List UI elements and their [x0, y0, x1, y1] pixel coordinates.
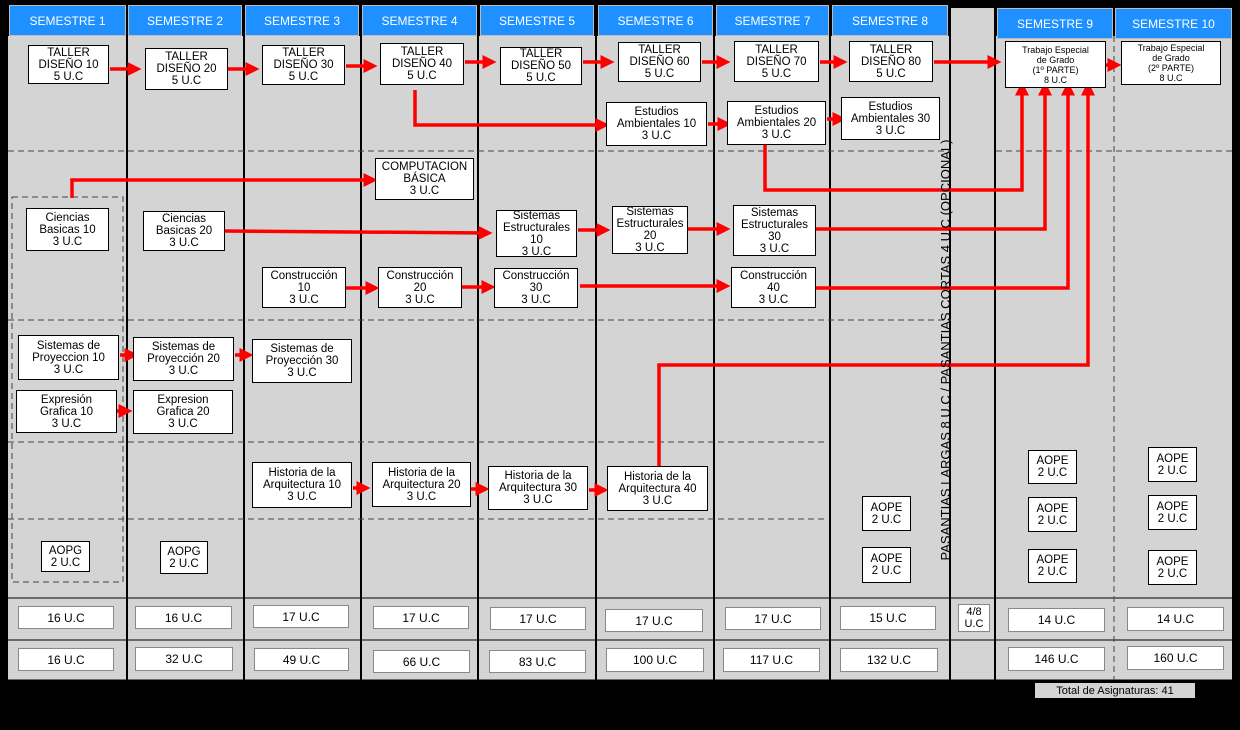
course-teg-1: Trabajo Especial de Grado (1º PARTE) 8 U…: [1005, 41, 1106, 88]
course-construccion-30: Construcción 30 3 U.C: [494, 268, 578, 308]
elective-aope-10b: AOPE 2 U.C: [1148, 495, 1197, 530]
uc-semester-3: 17 U.C: [253, 605, 349, 628]
uc-semester-1: 16 U.C: [18, 606, 114, 629]
uc-pasantias: 4/8 U.C: [958, 604, 990, 632]
semester-header-7: SEMESTRE 7: [716, 5, 829, 36]
uc-semester-4: 17 U.C: [373, 606, 469, 629]
column-sem5: [479, 36, 595, 680]
course-historia-arquitectura-10: Historia de la Arquitectura 10 3 U.C: [252, 462, 352, 508]
elective-aope-10a: AOPE 2 U.C: [1148, 447, 1197, 482]
uc-cumulative-7: 117 U.C: [723, 648, 820, 672]
semester-header-1: SEMESTRE 1: [9, 5, 126, 36]
course-estudios-ambientales-10: Estudios Ambientales 10 3 U.C: [606, 102, 707, 146]
course-historia-arquitectura-30: Historia de la Arquitectura 30 3 U.C: [488, 466, 588, 510]
semester-header-5: SEMESTRE 5: [480, 5, 594, 36]
pasantias-label: PASANTIAS LARGAS 8 U.C / PASANTIAS CORTA…: [937, 139, 953, 561]
uc-cumulative-1: 16 U.C: [18, 648, 114, 671]
elective-aope-9a: AOPE 2 U.C: [1028, 450, 1077, 484]
uc-cumulative-2: 32 U.C: [135, 647, 233, 671]
uc-semester-7: 17 U.C: [725, 607, 821, 630]
course-taller-30: TALLER DISEÑO 30 5 U.C: [262, 45, 345, 85]
semester-header-6: SEMESTRE 6: [598, 5, 713, 36]
elective-aopg-2: AOPG 2 U.C: [160, 541, 208, 574]
course-construccion-10: Construcción 10 3 U.C: [262, 267, 346, 308]
uc-semester-9: 14 U.C: [1008, 608, 1105, 632]
uc-semester-2: 16 U.C: [135, 606, 232, 629]
course-computacion-basica: COMPUTACION BÁSICA 3 U.C: [375, 158, 474, 200]
semester-header-9: SEMESTRE 9: [997, 8, 1113, 39]
uc-cumulative-8: 132 U.C: [840, 648, 938, 672]
course-taller-40: TALLER DISEÑO 40 5 U.C: [380, 43, 464, 85]
column-pasantias: [951, 8, 994, 680]
course-teg-2: Trabajo Especial de Grado (2º PARTE) 8 U…: [1121, 41, 1221, 85]
elective-aopg-1: AOPG 2 U.C: [41, 541, 90, 572]
semester-header-8: SEMESTRE 8: [832, 5, 948, 36]
course-sistemas-estructurales-10: Sistemas Estructurales 10 3 U.C: [496, 210, 577, 258]
elective-aope-8a: AOPE 2 U.C: [862, 496, 911, 531]
course-sistemas-estructurales-30: Sistemas Estructurales 30 3 U.C: [733, 205, 816, 256]
course-construccion-40: Construcción 40 3 U.C: [731, 267, 816, 308]
uc-semester-8: 15 U.C: [840, 606, 936, 630]
course-taller-60: TALLER DISEÑO 60 5 U.C: [618, 42, 701, 82]
course-historia-arquitectura-40: Historia de la Arquitectura 40 3 U.C: [607, 466, 708, 511]
legend-aope: AOPE: Asignaturas Optativas Especificas: [466, 683, 724, 698]
course-ciencias-basicas-20: Ciencias Basicas 20 3 U.C: [143, 211, 225, 251]
course-historia-arquitectura-20: Historia de la Arquitectura 20 3 U.C: [372, 462, 471, 507]
course-taller-20: TALLER DISEÑO 20 5 U.C: [145, 48, 228, 90]
course-construccion-20: Construcción 20 3 U.C: [378, 267, 462, 308]
uc-cumulative-4: 66 U.C: [373, 650, 470, 673]
uc-cumulative-10: 160 U.C: [1127, 646, 1224, 670]
course-estudios-ambientales-20: Estudios Ambientales 20 3 U.C: [727, 101, 826, 145]
legend-nota: Nota: Los Talleres, desde el 30, estan P…: [10, 703, 629, 718]
course-taller-10: TALLER DISEÑO 10 5 U.C: [28, 45, 109, 84]
course-expresion-grafica-10: Expresión Grafica 10 3 U.C: [16, 390, 117, 433]
uc-semester-5: 17 U.C: [490, 607, 586, 630]
column-sem4: [362, 36, 477, 680]
uc-semester-6: 17 U.C: [605, 609, 703, 632]
course-sistemas-proyeccion-30: Sistemas de Proyección 30 3 U.C: [252, 339, 352, 383]
elective-aope-9b: AOPE 2 U.C: [1028, 497, 1077, 532]
course-taller-50: TALLER DISEÑO 50 5 U.C: [500, 47, 582, 85]
course-taller-80: TALLER DISEÑO 80 5 U.C: [849, 41, 933, 82]
course-expresion-grafica-20: Expresion Grafica 20 3 U.C: [133, 390, 233, 434]
course-sistemas-proyeccion-20: Sistemas de Proyección 20 3 U.C: [133, 337, 234, 381]
semester-header-2: SEMESTRE 2: [128, 5, 242, 36]
semester-header-4: SEMESTRE 4: [362, 5, 477, 36]
uc-cumulative-3: 49 U.C: [254, 648, 349, 671]
uc-cumulative-5: 83 U.C: [489, 650, 586, 673]
elective-aope-10c: AOPE 2 U.C: [1148, 550, 1197, 585]
total-subjects: Total de Asignaturas: 41: [1034, 682, 1196, 699]
course-ciencias-basicas-10: Ciencias Basicas 10 3 U.C: [26, 208, 109, 251]
course-taller-70: TALLER DISEÑO 70 5 U.C: [734, 41, 819, 82]
elective-aope-9c: AOPE 2 U.C: [1028, 549, 1077, 583]
uc-semester-10: 14 U.C: [1127, 607, 1224, 631]
elective-aope-8b: AOPE 2 U.C: [862, 547, 911, 583]
semester-header-3: SEMESTRE 3: [245, 5, 359, 36]
course-sistemas-proyeccion-10: Sistemas de Proyeccion 10 3 U.C: [18, 335, 119, 380]
course-estudios-ambientales-30: Estudios Ambientales 30 3 U.C: [841, 97, 940, 140]
course-sistemas-estructurales-20: Sistemas Estructurales 20 3 U.C: [612, 206, 688, 254]
uc-cumulative-9: 146 U.C: [1008, 647, 1105, 671]
semester-header-10: SEMESTRE 10: [1115, 8, 1232, 39]
uc-cumulative-6: 100 U.C: [606, 648, 704, 672]
legend-aopg: AOPG: Asignaturas Optativas Generales: [10, 683, 261, 698]
